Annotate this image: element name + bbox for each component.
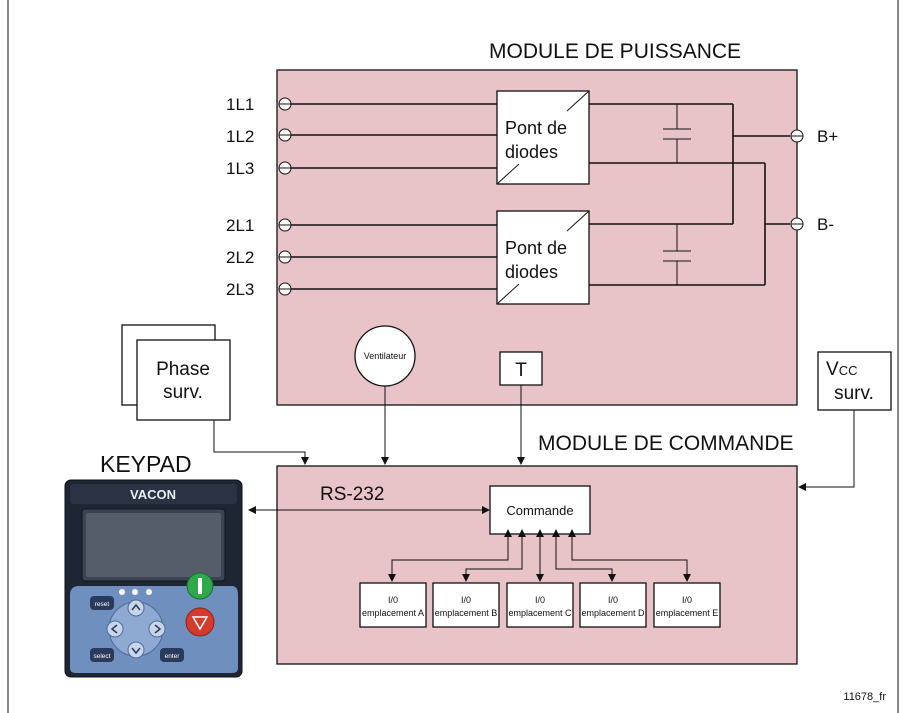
io-slot-c-line1: I/0 — [535, 595, 545, 605]
input-terminals-group2: 2L1 2L2 2L3 — [226, 216, 292, 299]
vcc-signal-arrow — [798, 410, 855, 491]
terminal-label-2l2: 2L2 — [226, 248, 254, 267]
input-terminals-group1: 1L1 1L2 1L3 — [226, 95, 292, 178]
phase-supervision-line2: surv. — [163, 382, 203, 403]
keypad-device: VACON reset select enter — [64, 479, 243, 678]
select-button-label: select — [94, 653, 111, 660]
io-slot-c: I/0 emplacement C — [506, 582, 574, 628]
phase-supervision: Phase surv. — [121, 324, 231, 421]
io-slot-b-line2: emplacement B — [435, 608, 498, 618]
io-slots: I/0 emplacement A I/0 emplacement B I/0 … — [359, 582, 721, 628]
status-led-3-icon — [146, 589, 152, 595]
io-slot-e-line1: I/0 — [682, 595, 692, 605]
output-label-b-plus: B+ — [817, 127, 838, 146]
fan: Ventilateur — [354, 325, 416, 387]
control-module-title: MODULE DE COMMANDE — [538, 432, 794, 455]
vcc-supervision: VCC surv. — [817, 351, 892, 411]
enter-button[interactable] — [160, 648, 184, 662]
phase-signal-arrow — [213, 420, 309, 465]
io-slot-d: I/0 emplacement D — [579, 582, 647, 628]
control-unit: Commande — [489, 485, 591, 535]
arrow-left-button[interactable] — [106, 620, 124, 638]
vcc-label-sub: CC — [839, 363, 858, 378]
enter-button-label: enter — [165, 653, 181, 660]
diode-bridge-1: Pont de diodes — [496, 90, 590, 185]
status-led-1-icon — [119, 589, 125, 595]
bridge-2-label-line1: Pont de — [505, 238, 567, 258]
arrow-down-button[interactable] — [127, 641, 145, 659]
io-slot-a: I/0 emplacement A — [359, 582, 427, 628]
figure-id: 11678_fr — [843, 691, 886, 703]
stop-button[interactable] — [185, 607, 215, 637]
select-button[interactable] — [90, 648, 114, 662]
temperature-sensor: T — [499, 351, 543, 386]
io-slot-c-line2: emplacement C — [508, 608, 572, 618]
rs232-label: RS-232 — [320, 484, 384, 505]
bridge-1-label-line1: Pont de — [505, 118, 567, 138]
phase-supervision-line1: Phase — [156, 359, 210, 380]
output-label-b-minus: B- — [817, 215, 834, 234]
dc-bus-wiring — [589, 103, 790, 286]
diode-bridge-2: Pont de diodes — [496, 210, 590, 305]
arrow-up-button[interactable] — [127, 599, 145, 617]
keypad-brand-logo: VACON — [130, 487, 176, 502]
terminal-label-1l2: 1L2 — [226, 127, 254, 146]
io-slot-a-line2: emplacement A — [362, 608, 424, 618]
vcc-label-main: V — [826, 359, 839, 380]
terminal-label-1l1: 1L1 — [226, 95, 254, 114]
io-slot-e-line2: emplacement E — [656, 608, 719, 618]
bridge-2-label-line2: diodes — [505, 262, 558, 282]
control-unit-label: Commande — [506, 503, 573, 518]
io-slot-d-line2: emplacement D — [581, 608, 645, 618]
vcc-label: VCC — [826, 359, 857, 380]
reset-button-label: reset — [95, 601, 110, 608]
vcc-supervision-line2: surv. — [834, 383, 874, 404]
reset-button[interactable] — [90, 596, 114, 610]
temperature-label: T — [515, 360, 527, 381]
io-slot-b: I/0 emplacement B — [432, 582, 500, 628]
terminal-label-1l3: 1L3 — [226, 159, 254, 178]
io-slot-a-line1: I/0 — [388, 595, 398, 605]
io-slot-d-line1: I/0 — [608, 595, 618, 605]
status-led-2-icon — [132, 589, 138, 595]
keypad-display — [86, 513, 221, 577]
io-slot-e: I/0 emplacement E — [653, 582, 721, 628]
terminal-label-2l3: 2L3 — [226, 280, 254, 299]
fan-label: Ventilateur — [364, 351, 407, 361]
io-bus — [388, 529, 691, 582]
keypad-title: KEYPAD — [100, 451, 192, 477]
arrow-right-button[interactable] — [148, 620, 166, 638]
power-module-title: MODULE DE PUISSANCE — [489, 40, 741, 63]
terminal-label-2l1: 2L1 — [226, 216, 254, 235]
bridge-1-label-line2: diodes — [505, 142, 558, 162]
io-slot-b-line1: I/0 — [461, 595, 471, 605]
